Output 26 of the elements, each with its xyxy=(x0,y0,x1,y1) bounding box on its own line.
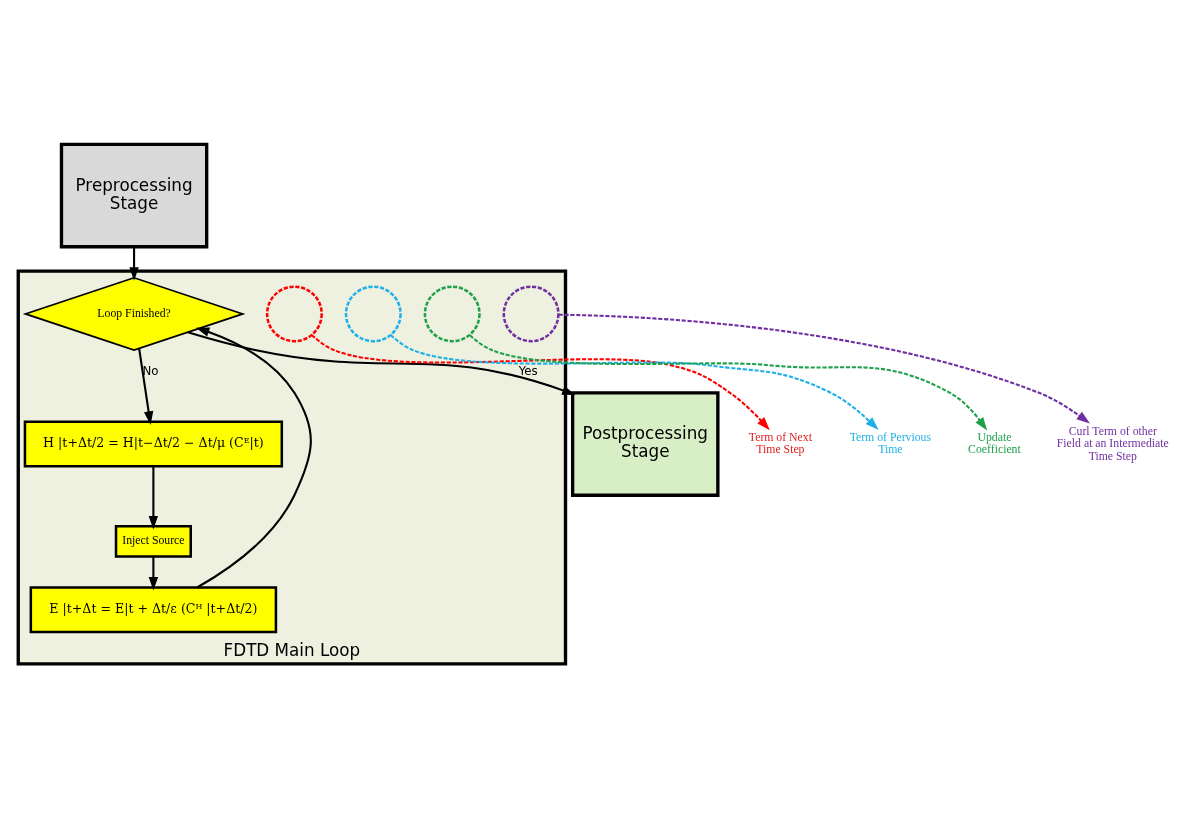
node-box: Preprocessing Stage xyxy=(59,142,209,248)
arrow xyxy=(469,334,988,431)
arrow xyxy=(148,465,159,529)
node-ellipse xyxy=(502,284,560,342)
arrow xyxy=(311,333,770,430)
arrow xyxy=(390,333,879,430)
edge-label: Yes xyxy=(518,363,538,378)
node-box: Postprocessing Stage xyxy=(570,390,720,497)
node-box: H |t+Δt/2 = H|t−Δt/2 − Δt/μ (Cᴱ|t) xyxy=(23,420,284,467)
arrow xyxy=(148,556,159,591)
arrow xyxy=(129,246,139,281)
node-text: Term of Next Time Step xyxy=(748,430,812,456)
node-diamond: Loop Finished? xyxy=(22,276,246,351)
arrow xyxy=(187,330,576,395)
node-box: Inject Source xyxy=(114,524,192,558)
node-text: Term of Pervious Time xyxy=(849,430,932,456)
node-ellipse xyxy=(344,284,402,342)
edge-label: No xyxy=(142,363,159,378)
arrow xyxy=(138,347,154,425)
arrow xyxy=(558,313,1090,424)
node-text: Update Coefficient xyxy=(968,430,1021,456)
node-ellipse xyxy=(423,284,481,342)
node-box: E |t+Δt = E|t + Δt/ε (Cᴴ |t+Δt/2) xyxy=(29,585,278,633)
node-ellipse xyxy=(265,284,323,342)
arrow xyxy=(195,327,312,588)
node-text: Curl Term of other Field at an Intermediate Time Step xyxy=(1056,424,1169,463)
